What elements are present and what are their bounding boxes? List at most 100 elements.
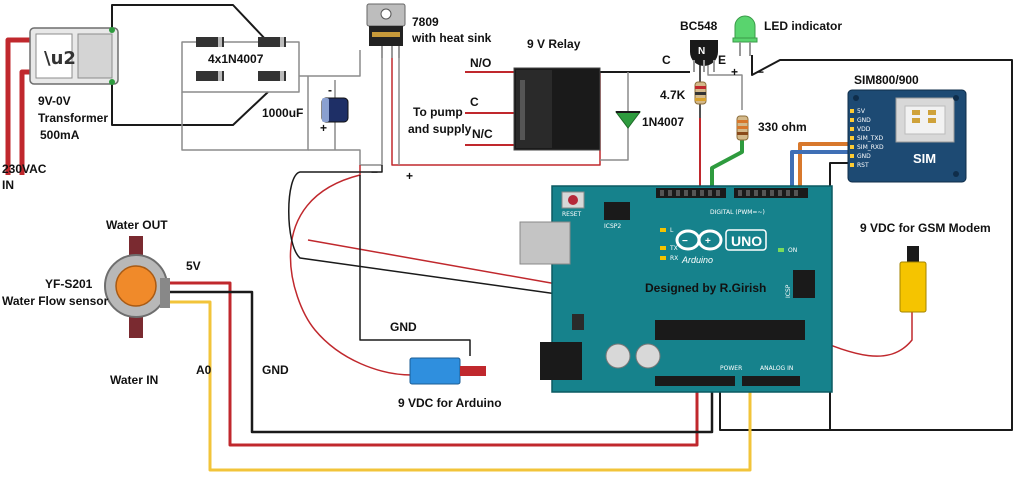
transformer-rating-label: 500mA bbox=[40, 128, 80, 142]
gsm-pin-5v: 5V bbox=[857, 108, 866, 115]
led-body bbox=[734, 15, 756, 39]
terminal-dot-2 bbox=[109, 79, 115, 85]
led-indicator bbox=[732, 15, 758, 56]
diode-3 bbox=[196, 71, 224, 81]
heat-sink-hole bbox=[380, 8, 392, 20]
pump-label-1: To pump bbox=[413, 105, 463, 119]
sensor-5v-wire bbox=[168, 281, 699, 447]
diode-wire bbox=[600, 72, 629, 161]
bridge-frame bbox=[181, 41, 300, 93]
capacitor-minus: - bbox=[328, 83, 332, 97]
arduino-model: UNO bbox=[731, 233, 762, 249]
sensor-rotor bbox=[115, 265, 157, 307]
regulator-note: with heat sink bbox=[411, 31, 492, 45]
power-label: POWER bbox=[720, 365, 742, 372]
sensor-5v-label: 5V bbox=[186, 259, 201, 273]
digital-header-1 bbox=[656, 188, 726, 198]
gsm-txd-wire bbox=[798, 142, 848, 192]
base-resistor-label: 4.7K bbox=[660, 88, 686, 102]
supply-minus-cable bbox=[288, 165, 601, 301]
mains-in-label: IN bbox=[2, 178, 14, 192]
collector-label: C bbox=[662, 53, 671, 67]
voltage-regulator bbox=[366, 3, 406, 58]
diode-4 bbox=[258, 71, 286, 81]
regulator-stripe bbox=[372, 32, 400, 37]
transformer-coil bbox=[77, 33, 113, 79]
arduino-power-jack bbox=[409, 357, 486, 385]
arduino-brand: Arduino bbox=[681, 255, 713, 265]
capacitor-stripe bbox=[322, 98, 329, 122]
gsm-pin-txd: SIM_TXD bbox=[857, 135, 884, 142]
secondary-wire-1 bbox=[111, 4, 269, 43]
dc-minus-wire bbox=[181, 76, 309, 151]
arduino-board bbox=[551, 185, 833, 393]
led-minus-wire bbox=[719, 55, 1013, 431]
led-tx-label: TX bbox=[669, 245, 678, 252]
on-label: ON bbox=[788, 247, 797, 254]
gnd-to-jack-wire bbox=[359, 175, 471, 356]
sensor-a0-wire bbox=[168, 300, 752, 472]
dc-plus-wire bbox=[299, 50, 361, 77]
arduino-power-label: 9 VDC for Arduino bbox=[398, 396, 502, 410]
atmega-chip bbox=[655, 320, 805, 340]
gsm-pin-rxd: SIM_RXD bbox=[857, 144, 884, 151]
capacitor-label: 1000uF bbox=[262, 106, 303, 120]
supply-plus-cable bbox=[289, 165, 413, 376]
led-minus-label: − bbox=[757, 65, 764, 79]
mains-wire-2 bbox=[19, 69, 30, 175]
water-flow-sensor bbox=[104, 236, 170, 338]
svg-text:−: − bbox=[682, 236, 688, 247]
sensor-gnd-label: GND bbox=[262, 363, 289, 377]
sensor-pipe-bottom bbox=[129, 314, 143, 338]
gsm-rxd-wire bbox=[790, 150, 848, 192]
icsp-header bbox=[793, 270, 815, 298]
relay bbox=[513, 67, 601, 151]
sensor-pipe-top bbox=[129, 236, 143, 258]
transistor-label: BC548 bbox=[680, 19, 718, 33]
mains-voltage-label: 230VAC bbox=[2, 162, 47, 176]
icsp2-header bbox=[604, 202, 630, 220]
secondary-wire-2 bbox=[111, 82, 269, 126]
digital-label: DIGITAL (PWM=~) bbox=[710, 209, 765, 216]
gsm-module: 5V GND VDD SIM_TXD SIM_RXD GND RST SIM bbox=[847, 89, 967, 183]
gsm-power-label: 9 VDC for GSM Modem bbox=[860, 221, 991, 235]
gsm-pin-gnd-2: GND bbox=[857, 153, 871, 160]
capacitor bbox=[321, 97, 349, 123]
arduino-logo bbox=[675, 229, 723, 251]
gsm-pin-vdd: VDD bbox=[857, 126, 871, 133]
power-header bbox=[655, 376, 735, 386]
capacitor-plus: + bbox=[320, 121, 327, 135]
transistor-emitter-wire bbox=[707, 62, 743, 110]
gsm-power-jack-body bbox=[899, 261, 927, 313]
mains-wire-1 bbox=[5, 37, 30, 175]
supply-minus-label: − bbox=[371, 165, 378, 179]
usb-connector bbox=[519, 221, 571, 265]
regulator-label: 7809 bbox=[412, 15, 439, 29]
led-resistor bbox=[736, 115, 749, 141]
led-l-label: L bbox=[670, 227, 674, 234]
pump-label-2: and supply bbox=[408, 122, 472, 136]
arduino-jack-body bbox=[409, 357, 461, 385]
supply-plus-label: + bbox=[406, 169, 413, 183]
gsm-power-jack bbox=[899, 246, 927, 313]
diode-2 bbox=[258, 37, 286, 47]
icsp-label: ICSP bbox=[785, 284, 792, 298]
led-resistor-label: 330 ohm bbox=[758, 120, 807, 134]
designer-label: Designed by R.Girish bbox=[645, 281, 766, 295]
led-rx-label: RX bbox=[670, 255, 678, 262]
relay-nc-label: N/C bbox=[472, 127, 493, 141]
led-plus-label: + bbox=[731, 65, 738, 79]
svg-text:+: + bbox=[705, 236, 711, 247]
terminal-dot-1 bbox=[109, 27, 115, 33]
bridge-label: 4x1N4007 bbox=[208, 52, 264, 66]
gsm-pin-gnd-1: GND bbox=[857, 117, 871, 124]
gsm-pin-rst: RST bbox=[857, 162, 869, 169]
transistor: N bbox=[690, 40, 718, 72]
transformer-name-label: Transformer bbox=[38, 111, 108, 125]
sensor-model-label: YF-S201 bbox=[45, 277, 93, 291]
diode-1 bbox=[196, 37, 224, 47]
sensor-name-label: Water Flow sensor bbox=[2, 294, 109, 308]
relay-no-label: N/O bbox=[470, 56, 491, 70]
sensor-gnd-wire bbox=[168, 290, 714, 434]
